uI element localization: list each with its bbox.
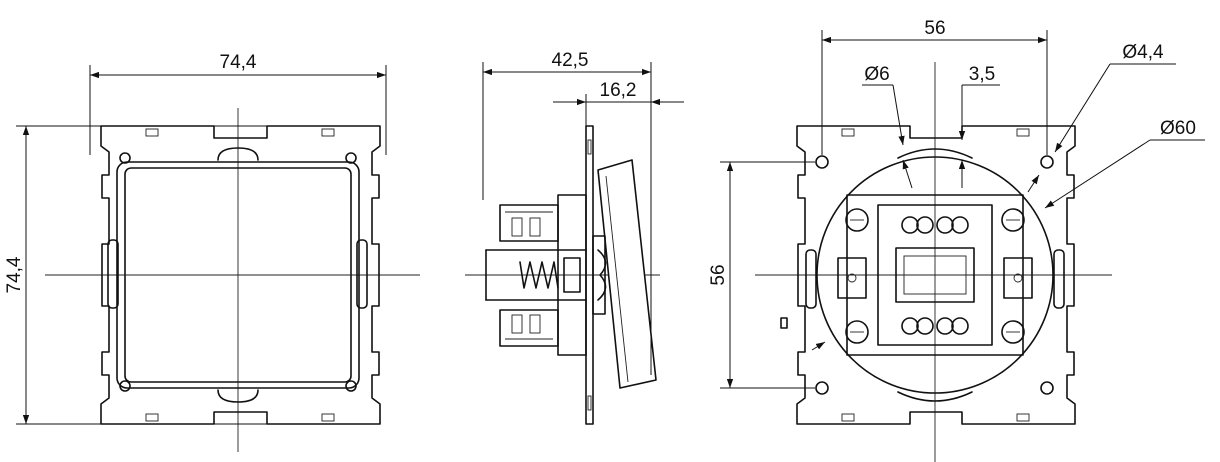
- rear-dia-mount-label: Ø4,4: [1122, 42, 1164, 63]
- side-view: 42,5 16,2: [465, 50, 684, 425]
- rear-dia-small-label: Ø6: [864, 64, 889, 85]
- front-view: 74,4 74,4: [4, 52, 420, 452]
- rear-spacing-v-label: 56: [708, 264, 729, 285]
- front-width-label: 74,4: [220, 52, 257, 73]
- side-depth-front-label: 16,2: [600, 80, 637, 101]
- rear-view: 56 56 Ø6 3,5 Ø4,4 Ø60: [708, 18, 1205, 462]
- rear-circle-dia-label: Ø60: [1160, 118, 1196, 139]
- front-height-label: 74,4: [4, 256, 25, 293]
- rear-spacing-h-label: 56: [924, 18, 945, 39]
- rear-offset-label: 3,5: [969, 64, 995, 85]
- side-depth-total-label: 42,5: [552, 50, 589, 71]
